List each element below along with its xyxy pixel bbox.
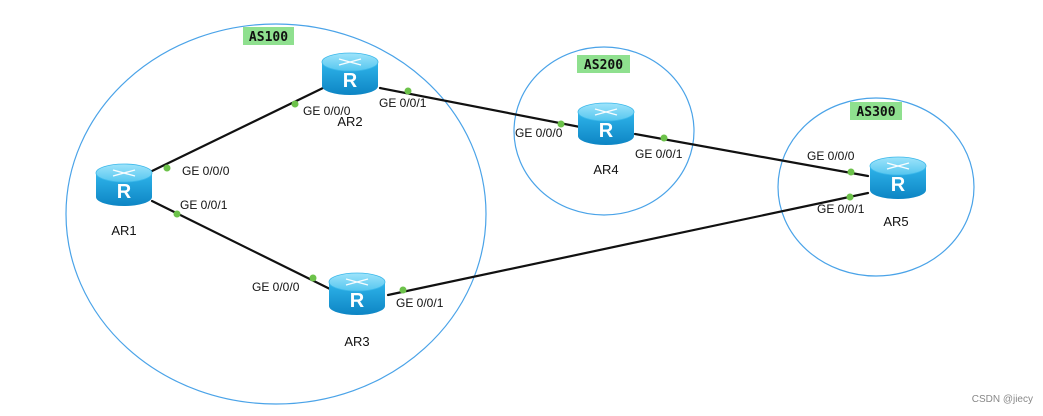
svg-text:R: R (117, 181, 132, 203)
link-ar1-ar3 (150, 199, 332, 291)
router-ar5[interactable]: R (869, 156, 927, 199)
port-dot-ar5-ge000 (847, 168, 855, 176)
port-label-ar4-ge000: GE 0/0/0 (515, 126, 563, 140)
router-icon: R (869, 156, 927, 199)
port-label-ar3-ge001: GE 0/0/1 (396, 296, 444, 310)
svg-text:R: R (350, 290, 365, 312)
link-ar4-ar5 (633, 132, 870, 178)
link-ar1-ar2 (150, 86, 325, 173)
router-ar1[interactable]: R (95, 163, 153, 206)
port-dot-ar4-ge001 (660, 134, 668, 142)
router-label-ar3: AR3 (344, 334, 369, 349)
link-ar2-ar4 (378, 86, 582, 129)
svg-text:R: R (343, 70, 358, 92)
router-icon: R (328, 272, 386, 315)
router-ar4[interactable]: R (577, 102, 635, 145)
port-dot-ar3-ge000 (309, 274, 317, 282)
port-dot-ar3-ge001 (399, 286, 407, 294)
as100-tag: AS100 (243, 27, 294, 45)
svg-text:R: R (599, 120, 614, 142)
port-dot-ar4-ge000 (557, 120, 565, 128)
router-icon: R (95, 163, 153, 206)
port-dot-ar5-ge001 (846, 193, 854, 201)
port-label-ar3-ge000: GE 0/0/0 (252, 280, 300, 294)
port-dot-ar1-ge001 (173, 210, 181, 218)
svg-text:R: R (891, 174, 906, 196)
router-label-ar2: AR2 (337, 114, 362, 129)
port-label-ar1-ge001: GE 0/0/1 (180, 198, 228, 212)
port-dot-ar2-ge000 (291, 100, 299, 108)
router-label-ar5: AR5 (883, 214, 908, 229)
as200-boundary (513, 46, 695, 216)
port-label-ar4-ge001: GE 0/0/1 (635, 147, 683, 161)
router-label-ar1: AR1 (111, 223, 136, 238)
as200-tag: AS200 (577, 55, 630, 73)
as300-tag: AS300 (850, 102, 902, 120)
port-label-ar2-ge001: GE 0/0/1 (379, 96, 427, 110)
router-icon: R (321, 52, 379, 95)
port-dot-ar1-ge000 (163, 164, 171, 172)
router-ar3[interactable]: R (328, 272, 386, 315)
as300-boundary (777, 97, 975, 277)
port-dot-ar2-ge001 (404, 87, 412, 95)
router-icon: R (577, 102, 635, 145)
port-label-ar1-ge000: GE 0/0/0 (182, 164, 230, 178)
router-ar2[interactable]: R (321, 52, 379, 95)
port-label-ar2-ge000: GE 0/0/0 (303, 104, 351, 118)
port-label-ar5-ge001: GE 0/0/1 (817, 202, 865, 216)
link-ar3-ar5 (386, 191, 870, 297)
port-label-ar5-ge000: GE 0/0/0 (807, 149, 855, 163)
as100-label: AS100 (249, 30, 288, 45)
watermark: CSDN @jiecy (972, 394, 1033, 405)
as100-boundary (65, 23, 487, 405)
router-label-ar4: AR4 (593, 162, 618, 177)
as300-label: AS300 (856, 105, 895, 120)
as200-label: AS200 (584, 58, 623, 73)
